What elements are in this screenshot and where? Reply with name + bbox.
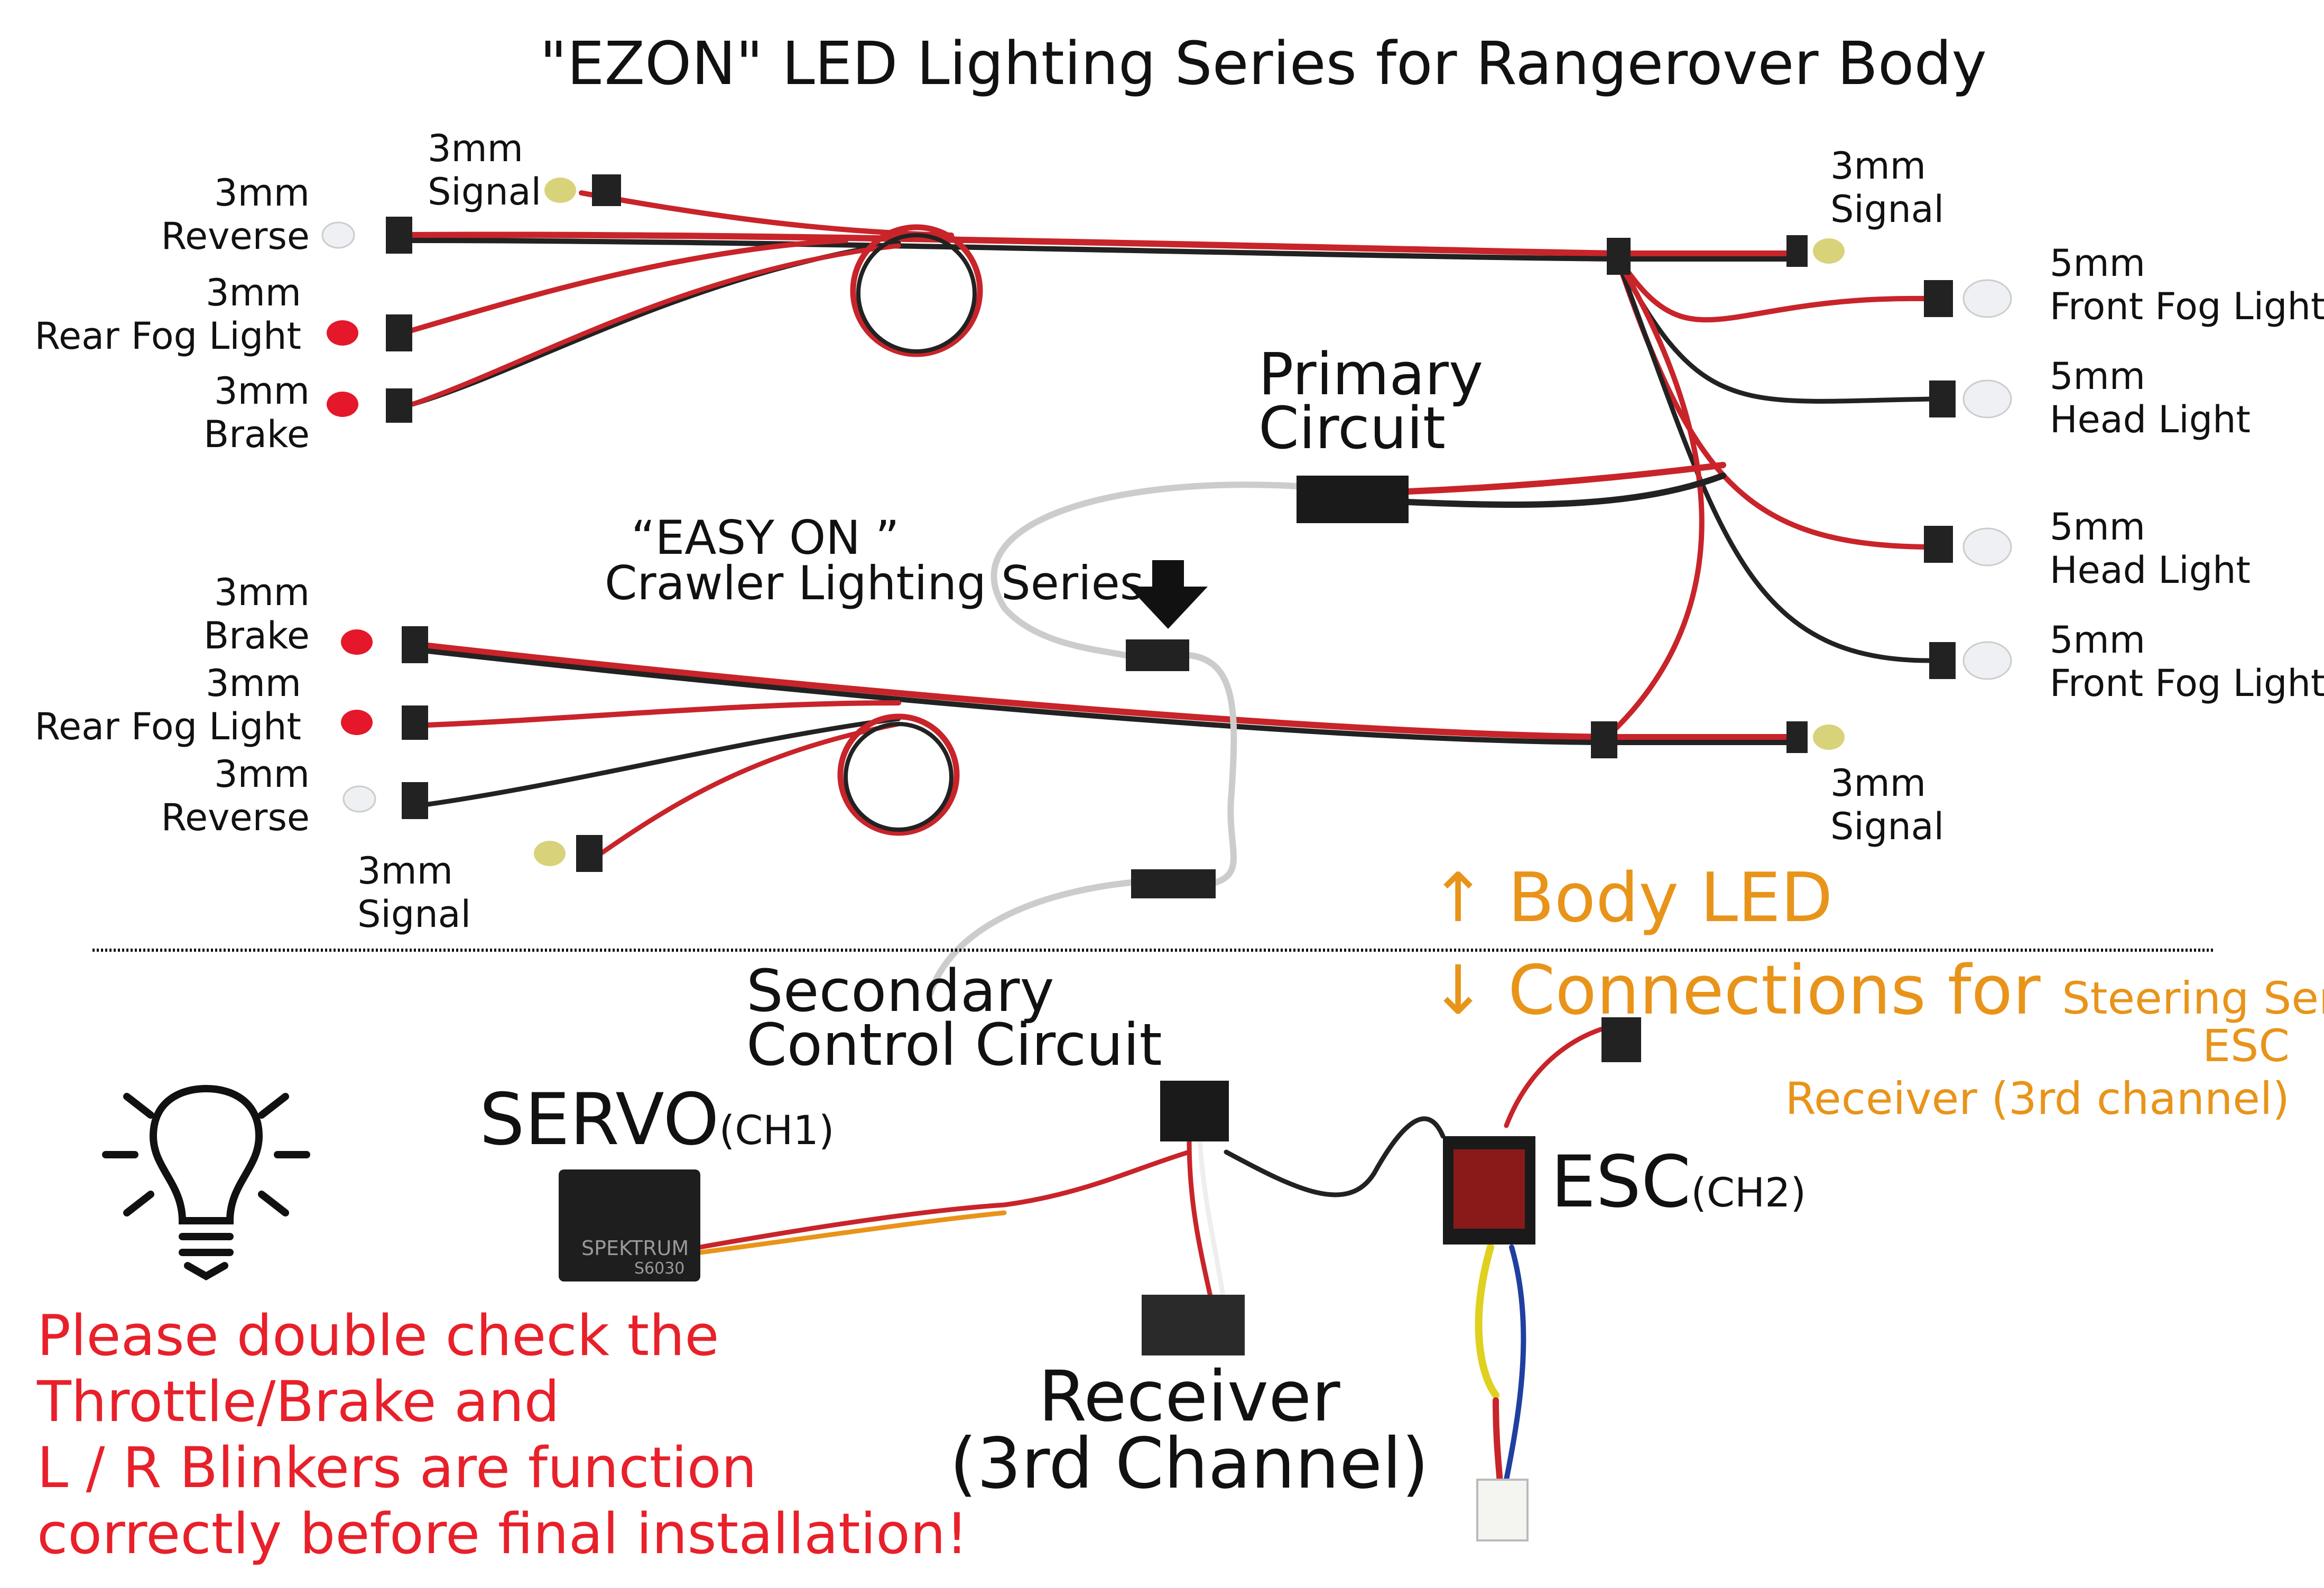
- lightbulb-icon: [102, 1084, 310, 1281]
- name: Front Fog Light: [2050, 662, 2324, 705]
- connection-esc: ESC: [2202, 1020, 2290, 1072]
- name: Signal: [1830, 188, 1945, 231]
- line: Crawler Lighting Series: [605, 556, 1144, 610]
- page-title: "EZON" LED Lighting Series for Rangerove…: [540, 30, 1987, 98]
- servo-body: [559, 1169, 700, 1281]
- size: 3mm: [214, 571, 310, 614]
- channel: (CH2): [1691, 1169, 1807, 1216]
- line: Control Circuit: [746, 1011, 1162, 1079]
- line: L / R Blinkers are function: [37, 1435, 757, 1500]
- name: Head Light: [2050, 549, 2251, 592]
- servo-brand: SPEKTRUM: [581, 1237, 689, 1260]
- size: 3mm: [1830, 762, 1926, 805]
- primary-circuit-module: [1297, 476, 1409, 523]
- name: Rear Fog Light: [34, 705, 301, 748]
- size: 3mm: [428, 127, 523, 170]
- line: “EASY ON ”: [631, 510, 900, 565]
- warning-note: Please double check the Throttle/Brake a…: [37, 1303, 968, 1567]
- secondary-cable: [927, 481, 1300, 997]
- heading: ↓ Connections for: [1430, 951, 2041, 1030]
- secondary-circuit-module: [1160, 1081, 1229, 1141]
- easy-on-label: “EASY ON ” Crawler Lighting Series: [605, 510, 1144, 610]
- name: Signal: [357, 893, 471, 936]
- line: Please double check the: [37, 1303, 719, 1368]
- line: Circuit: [1258, 394, 1446, 462]
- name: Brake: [203, 614, 310, 657]
- servo-label: SERVO(CH1): [479, 1078, 835, 1161]
- name: Head Light: [2050, 398, 2251, 441]
- line: Throttle/Brake and: [37, 1369, 560, 1434]
- connectors: [386, 174, 1956, 1541]
- name: Reverse: [161, 796, 310, 839]
- size: 3mm: [214, 753, 310, 796]
- size: 5mm: [2050, 505, 2145, 549]
- channel: (CH1): [719, 1107, 835, 1154]
- connection-item: Steering Servo: [2062, 972, 2324, 1024]
- bottom-harness: [425, 643, 1800, 859]
- connection-receiver: Receiver (3rd channel): [1785, 1073, 2290, 1125]
- name: Rear Fog Light: [34, 314, 301, 358]
- size: 3mm: [206, 662, 301, 705]
- size: 5mm: [2050, 355, 2145, 398]
- connections-heading: ↓ Connections for Steering Servo: [1430, 951, 2324, 1030]
- receiver-body: [1142, 1295, 1245, 1355]
- name: Front Fog Light: [2050, 285, 2324, 328]
- name: Signal: [1830, 805, 1945, 848]
- size: 5mm: [2050, 242, 2145, 285]
- size: 3mm: [357, 849, 453, 893]
- name: SERVO: [479, 1078, 719, 1161]
- top-harness: [409, 190, 1937, 740]
- line: (3rd Channel): [949, 1423, 1429, 1505]
- name: Brake: [203, 413, 310, 456]
- line: Primary: [1258, 340, 1484, 408]
- size: 3mm: [214, 369, 310, 413]
- name: Reverse: [161, 215, 310, 258]
- receiver-label: Receiver (3rd Channel): [925, 1356, 1453, 1505]
- line: Receiver: [1038, 1356, 1340, 1437]
- size: 3mm: [206, 271, 301, 314]
- size: 3mm: [1830, 144, 1926, 188]
- name: ESC: [1551, 1140, 1691, 1223]
- body-led-label: ↑ Body LED: [1430, 859, 1833, 937]
- esc-label: ESC(CH2): [1551, 1140, 1806, 1223]
- servo-model: S6030: [634, 1259, 684, 1278]
- leds: [321, 178, 2012, 866]
- arrow-down-icon: [1128, 560, 1208, 629]
- size: 5mm: [2050, 618, 2145, 662]
- line: correctly before final installation!: [37, 1501, 968, 1566]
- size: 3mm: [214, 171, 310, 215]
- name: Signal: [428, 170, 542, 213]
- line: Secondary: [746, 957, 1054, 1025]
